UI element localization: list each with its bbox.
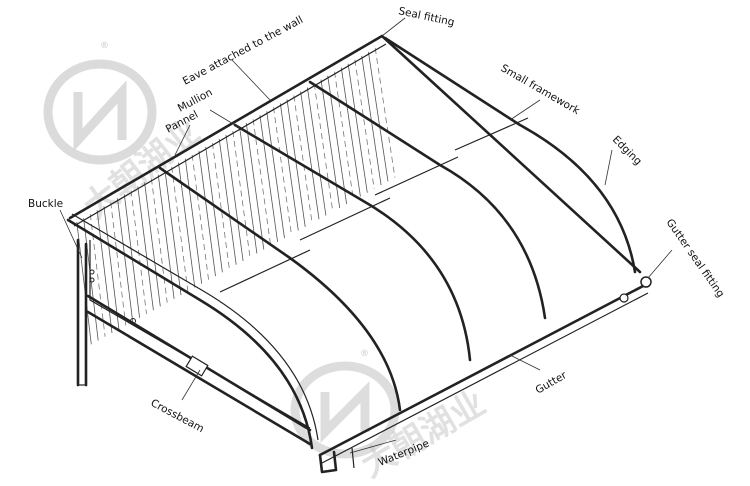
panel-line: [96, 210, 113, 333]
panel-line: [198, 150, 216, 277]
edging-left-inner: [71, 213, 319, 441]
panel-line: [293, 95, 313, 224]
panel-line: [103, 206, 120, 330]
crossbeam-lower: [86, 310, 312, 446]
framework-bar-1: [219, 249, 311, 293]
panel-line: [259, 115, 278, 243]
waterpipe-bracket: [351, 447, 355, 469]
panel-line: [334, 71, 354, 201]
panel-line: [171, 166, 189, 292]
panel-line: [130, 190, 147, 315]
panel-line: [307, 87, 327, 216]
panel-line: [151, 178, 168, 303]
panel-line: [368, 51, 389, 182]
panel-line: [212, 142, 230, 269]
registered-mark: ®: [100, 41, 109, 51]
watermark-logo-top-left: ®: [43, 41, 157, 165]
gutter-seal-fitting-part: [640, 276, 652, 288]
panel-line: [205, 146, 223, 273]
watermark-text-bottom: 大朝湖业: [355, 383, 493, 486]
framework-bar-3: [374, 156, 459, 196]
label-buckle: Buckle: [28, 198, 63, 210]
panel-line: [225, 134, 244, 262]
panel-line: [327, 75, 347, 205]
panel-line: [184, 158, 203, 284]
label-gutter-seal-fitting: Gutter seal fitting: [664, 217, 727, 300]
buckle-screw-1: [89, 269, 95, 275]
panel-line: [144, 182, 161, 307]
panel-line: [252, 119, 272, 246]
leader-lines: [59, 17, 673, 454]
panel-line: [266, 111, 285, 239]
panel-line: [83, 218, 99, 341]
label-seal-fitting: Seal fitting: [397, 5, 455, 29]
edging-left: [66, 218, 314, 450]
mullion-2: [233, 123, 472, 362]
label-eave: Eave attached to the wall: [181, 14, 305, 88]
panel-line: [117, 198, 134, 322]
panel-line: [110, 202, 127, 326]
small-framework: [219, 117, 529, 293]
crossbeam-bolt: [130, 318, 136, 324]
mullion-4: [383, 36, 637, 274]
roof-panels: [76, 47, 396, 345]
panel-line: [347, 63, 368, 193]
mullion-1: [158, 166, 402, 412]
panel-line: [313, 83, 334, 212]
panel-line: [137, 186, 154, 311]
waterpipe: [318, 450, 338, 474]
framework-bar-4: [454, 117, 529, 151]
mullions: [158, 36, 637, 412]
panel-line: [245, 123, 265, 250]
panel-line: [300, 91, 320, 220]
panel-line: [191, 154, 209, 280]
panel-line: [354, 59, 375, 190]
buckle-screw-2: [89, 277, 95, 283]
mullion-3: [308, 80, 547, 320]
panel-line: [218, 138, 237, 265]
label-small-framework: Small framework: [499, 62, 583, 117]
label-crossbeam: Crossbeam: [149, 397, 206, 435]
panel-line: [123, 194, 140, 318]
panel-line: [273, 107, 292, 235]
framework-bar-2: [299, 197, 391, 241]
panel-line: [340, 67, 361, 197]
panel-line: [232, 130, 251, 258]
watermark-logo-bottom: ®: [290, 349, 400, 459]
crossbeam-joint: [185, 355, 209, 377]
gutter: [318, 283, 647, 457]
label-edging: Edging: [610, 134, 644, 168]
gutter-end-cap: [619, 293, 629, 303]
panel-line: [279, 103, 299, 231]
panel-line: [157, 174, 175, 299]
registered-mark-2: ®: [360, 349, 369, 359]
gutter-lower-edge: [321, 292, 649, 464]
panel-line: [286, 99, 306, 227]
panel-line: [374, 47, 396, 178]
label-gutter: Gutter: [534, 369, 570, 397]
panel-line: [164, 170, 182, 296]
eave-inner-line: [73, 43, 387, 227]
